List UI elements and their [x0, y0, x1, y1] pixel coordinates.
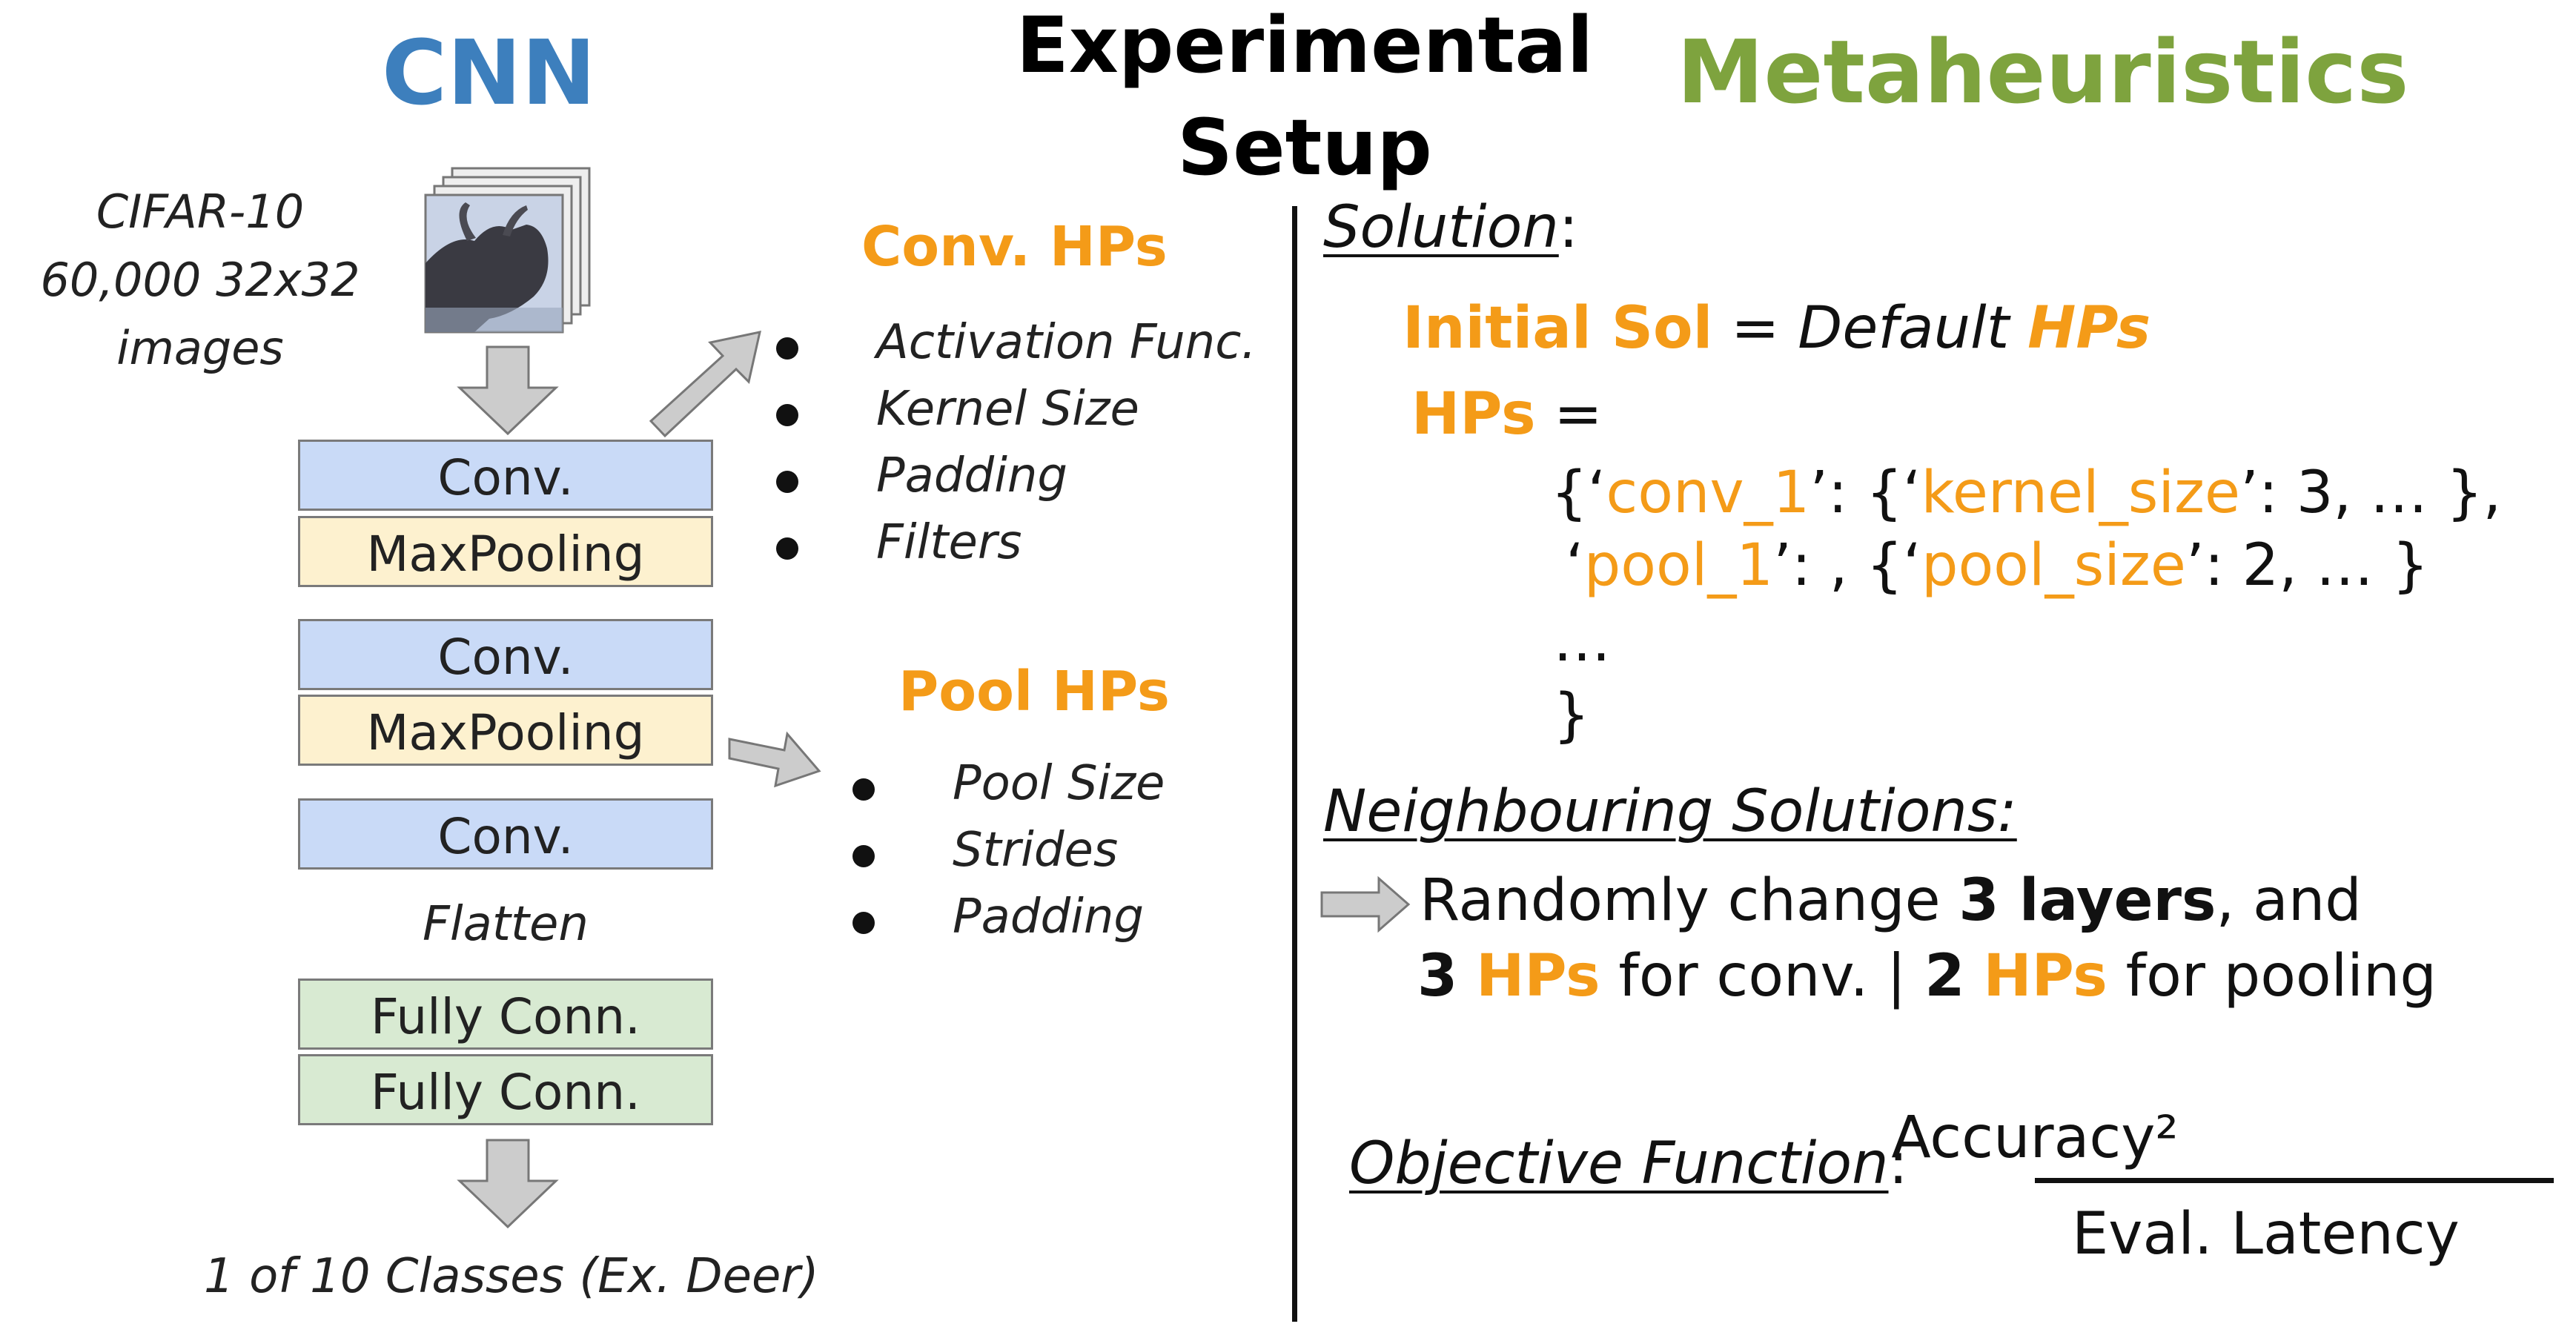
dict-text: {‘ [1551, 460, 1606, 526]
conv-hp-item: Padding [876, 448, 1068, 503]
output-arrow-icon [457, 1139, 559, 1229]
conv-hps-heading: Conv. HPs [861, 215, 1168, 279]
hps-dict-ellipsis: … [1553, 608, 1611, 675]
dataset-unit: images [116, 321, 284, 375]
initial-sol-hps: HPs [2027, 295, 2151, 362]
output-label: 1 of 10 Classes (Ex. Deer) [204, 1249, 819, 1304]
neighbours-layers-count: 3 layers [1959, 867, 2216, 934]
conv-hp-bullet [776, 337, 798, 360]
dict-key-pool: pool_1 [1583, 532, 1774, 599]
objective-denominator: Eval. Latency [2072, 1201, 2460, 1268]
down-arrow-icon [457, 345, 559, 436]
dict-key-conv: conv_1 [1606, 460, 1810, 526]
layer-conv-2: Conv. [298, 619, 713, 690]
conv-hp-count: 3 [1417, 943, 1458, 1010]
metaheuristics-title: Metaheuristics [1677, 21, 2409, 123]
pool-hp-item: Padding [953, 890, 1145, 944]
neighbours-arrow-icon [1320, 875, 1411, 933]
dataset-caption: CIFAR-10 60,000 32x32 images [15, 178, 385, 383]
objective-function-label: Objective Function: [1349, 1130, 1908, 1197]
initial-sol-equals: = [1712, 295, 1798, 362]
hps-dict-close: } [1553, 682, 1590, 749]
objective-numerator: Accuracy² [1891, 1105, 2179, 1171]
solution-label-text: Solution [1323, 194, 1559, 261]
pool-hps-heading: Pool HPs [898, 660, 1170, 724]
layer-fully-connected-1: Fully Conn. [298, 979, 713, 1050]
neighbours-text: for conv. | [1600, 943, 1925, 1010]
neighbours-line2: 3 HPs for conv. | 2 HPs for pooling [1417, 943, 2437, 1010]
layer-maxpool-1: MaxPooling [298, 516, 713, 587]
neighbours-text: Randomly change [1420, 867, 1959, 934]
dict-key-kernel-size: kernel_size [1921, 460, 2240, 526]
fraction-bar [2035, 1178, 2554, 1183]
image-stack-icon [424, 167, 591, 334]
neighbouring-solutions-label: Neighbouring Solutions: [1323, 778, 2017, 845]
conv-hps-arrow-icon [649, 331, 761, 438]
flatten-label: Flatten [423, 897, 589, 952]
dataset-size: 60,000 32x32 [40, 253, 360, 307]
layer-maxpool-2: MaxPooling [298, 695, 713, 766]
neighbours-text: , and [2216, 867, 2362, 934]
hps-dict-line2: ‘pool_1’: , {‘pool_size’: 2, … } [1566, 532, 2428, 599]
experimental-setup-title: Experimental Setup [1016, 0, 1594, 199]
hps-definition-line: HPs = [1411, 381, 1603, 448]
cnn-title: CNN [382, 22, 596, 125]
initial-sol-default: Default [1798, 295, 2028, 362]
objective-colon: : [1888, 1130, 1908, 1197]
vertical-divider [1292, 206, 1297, 1322]
initial-sol-term: Initial Sol [1403, 295, 1713, 362]
dict-text: ’: 2, … } [2185, 532, 2429, 599]
conv-hp-bullet [776, 537, 798, 560]
pool-hp-bullet [852, 912, 875, 934]
dict-key-pool-size: pool_size [1921, 532, 2186, 599]
dict-text: ’: {‘ [1810, 460, 1921, 526]
hps-equals: = [1535, 381, 1603, 448]
hps-term: HPs [1411, 381, 1536, 448]
dict-text: ’: , {‘ [1773, 532, 1921, 599]
dataset-name: CIFAR-10 [96, 185, 305, 239]
neighbours-text: for pooling [2107, 943, 2437, 1010]
objective-label-text: Objective Function [1349, 1130, 1889, 1197]
neighbours-line1: Randomly change 3 layers, and [1420, 867, 2362, 934]
layer-conv-3: Conv. [298, 798, 713, 870]
pool-hp-item: Strides [953, 823, 1119, 878]
pool-hp-term: HPs [1983, 943, 2108, 1010]
pool-hp-bullet [852, 845, 875, 867]
solution-colon: : [1558, 194, 1579, 261]
dict-text: ‘ [1566, 532, 1584, 599]
conv-hp-bullet [776, 404, 798, 426]
initial-sol-line: Initial Sol = Default HPs [1403, 295, 2150, 362]
conv-hp-item: Filters [876, 515, 1022, 570]
hps-dict-line1: {‘conv_1’: {‘kernel_size’: 3, … }, [1551, 460, 2501, 526]
conv-hp-term: HPs [1476, 943, 1600, 1010]
layer-fully-connected-2: Fully Conn. [298, 1054, 713, 1125]
pool-hps-arrow-icon [728, 731, 821, 788]
pool-hp-item: Pool Size [953, 756, 1165, 811]
conv-hp-bullet [776, 471, 798, 493]
experimental-title-line2: Setup [1177, 102, 1432, 193]
layer-conv-1: Conv. [298, 440, 713, 511]
solution-label: Solution: [1323, 194, 1578, 261]
dict-text: ’: 3, … }, [2239, 460, 2502, 526]
conv-hp-item: Kernel Size [876, 382, 1139, 437]
pool-hp-bullet [852, 778, 875, 801]
experimental-title-line1: Experimental [1016, 0, 1594, 90]
conv-hp-item: Activation Func. [876, 315, 1256, 370]
pool-hp-count: 2 [1924, 943, 1965, 1010]
